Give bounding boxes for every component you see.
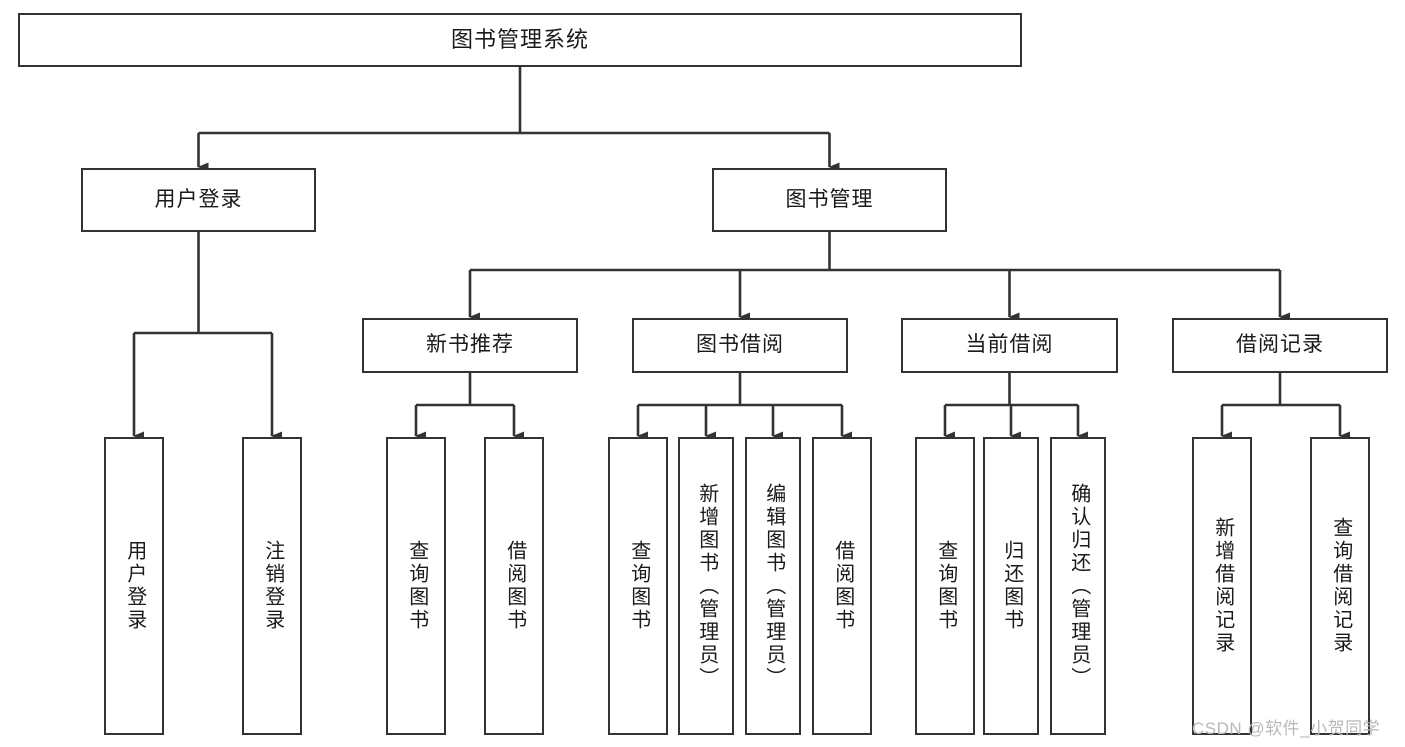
node-label: 查询图书 bbox=[405, 540, 428, 632]
node-label: 借阅图书 bbox=[831, 540, 854, 632]
node-label: 新增图书（管理员） bbox=[695, 482, 718, 690]
node-new-book-rec[interactable]: 新书推荐 bbox=[362, 318, 578, 373]
node-book-borrow[interactable]: 图书借阅 bbox=[632, 318, 848, 373]
node-label: 查询图书 bbox=[934, 540, 957, 632]
node-label: 查询图书 bbox=[627, 540, 650, 632]
node-label: 确认归还（管理员） bbox=[1067, 482, 1090, 690]
node-leaf-return[interactable]: 归还图书 bbox=[983, 437, 1039, 735]
node-leaf-login[interactable]: 用户登录 bbox=[104, 437, 164, 735]
node-leaf-borrow-1[interactable]: 借阅图书 bbox=[484, 437, 544, 735]
node-label: 图书管理 bbox=[785, 187, 874, 211]
node-leaf-borrow-2[interactable]: 借阅图书 bbox=[812, 437, 872, 735]
node-label: 新增借阅记录 bbox=[1211, 517, 1234, 655]
node-label: 新书推荐 bbox=[426, 333, 514, 357]
node-label: 图书管理系统 bbox=[450, 27, 589, 53]
node-leaf-query-rec[interactable]: 查询借阅记录 bbox=[1310, 437, 1370, 735]
node-leaf-query-3[interactable]: 查询图书 bbox=[915, 437, 975, 735]
node-leaf-edit-book[interactable]: 编辑图书（管理员） bbox=[745, 437, 801, 735]
node-label: 图书借阅 bbox=[696, 333, 784, 357]
node-label: 用户登录 bbox=[123, 540, 146, 632]
node-book-manage[interactable]: 图书管理 bbox=[712, 168, 947, 232]
node-leaf-query-1[interactable]: 查询图书 bbox=[386, 437, 446, 735]
node-label: 当前借阅 bbox=[965, 333, 1054, 357]
node-borrow-record[interactable]: 借阅记录 bbox=[1172, 318, 1388, 373]
node-leaf-add-rec[interactable]: 新增借阅记录 bbox=[1192, 437, 1252, 735]
node-label: 用户登录 bbox=[154, 187, 243, 211]
node-user-login[interactable]: 用户登录 bbox=[81, 168, 316, 232]
node-label: 注销登录 bbox=[261, 540, 284, 632]
node-label: 归还图书 bbox=[1000, 540, 1023, 632]
node-leaf-add-book[interactable]: 新增图书（管理员） bbox=[678, 437, 734, 735]
node-leaf-confirm[interactable]: 确认归还（管理员） bbox=[1050, 437, 1106, 735]
node-root[interactable]: 图书管理系统 bbox=[18, 13, 1022, 67]
node-label: 编辑图书（管理员） bbox=[762, 482, 785, 690]
node-label: 借阅图书 bbox=[503, 540, 526, 632]
node-leaf-logout[interactable]: 注销登录 bbox=[242, 437, 302, 735]
node-label: 查询借阅记录 bbox=[1329, 517, 1352, 655]
node-current-borrow[interactable]: 当前借阅 bbox=[901, 318, 1118, 373]
csdn-watermark: CSDN @软件_小贺同学 bbox=[1192, 719, 1381, 738]
node-label: 借阅记录 bbox=[1236, 333, 1324, 357]
node-leaf-query-2[interactable]: 查询图书 bbox=[608, 437, 668, 735]
